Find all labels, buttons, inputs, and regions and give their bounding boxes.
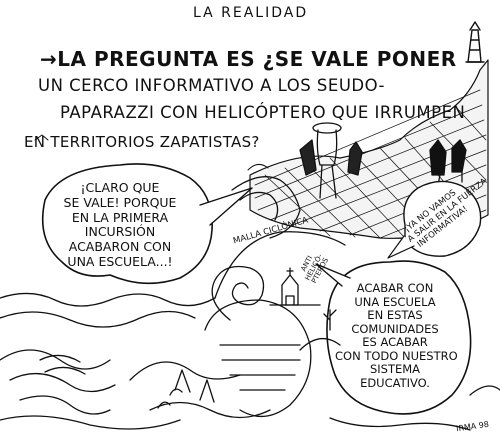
question-line-2: UN CERCO INFORMATIVO A LOS SEUDO- bbox=[38, 76, 385, 95]
question-line-3: PAPARAZZI CON HELICÓPTERO QUE IRRUMPEN bbox=[60, 103, 466, 122]
question-line-1: →LA PREGUNTA ES ¿SE VALE PONER bbox=[40, 47, 457, 71]
speech-bubble-left bbox=[41, 163, 213, 285]
bubble-right-line: ES ACABAR bbox=[362, 335, 428, 350]
bubble-left-line: SE VALE! PORQUE bbox=[63, 194, 177, 210]
bubble-left-line: INCURSIÓN bbox=[84, 224, 156, 240]
speech-bubble-right bbox=[326, 260, 472, 415]
bubble-left-line: ACABARON CON bbox=[68, 239, 172, 254]
bubble-left-line: UNA ESCUELA...! bbox=[67, 253, 173, 269]
bubble-right-line: COMUNIDADES bbox=[351, 321, 439, 336]
bubble-right-line: UNA ESCUELA bbox=[354, 294, 436, 309]
terrain bbox=[0, 176, 500, 431]
bubble-right-line: SISTEMA bbox=[369, 362, 421, 377]
bubble-right-line: EN ESTAS bbox=[367, 308, 423, 323]
question-line-4: EN TERRITORIOS ZAPATISTAS? bbox=[24, 133, 260, 151]
bubble-right-line: CON TODO NUESTRO bbox=[335, 348, 458, 363]
speech-bubble-small bbox=[403, 180, 482, 257]
cartoon-title: LA REALIDAD bbox=[193, 5, 309, 21]
bubble-right-line: EDUCATIVO. bbox=[360, 375, 430, 390]
bubble-left-line: ¡CLARO QUE bbox=[80, 180, 160, 195]
bubble-right-line: ACABAR CON bbox=[356, 281, 434, 295]
speech-bubble-left-text: ¡CLARO QUE SE VALE! PORQUE EN LA PRIMERA… bbox=[40, 180, 200, 270]
bubble-left-line: EN LA PRIMERA bbox=[71, 209, 169, 225]
lighthouse bbox=[465, 21, 485, 63]
speech-bubble-right-text: ACABAR CON UNA ESCUELA EN ESTAS COMUNIDA… bbox=[335, 281, 458, 391]
figures bbox=[299, 122, 467, 199]
